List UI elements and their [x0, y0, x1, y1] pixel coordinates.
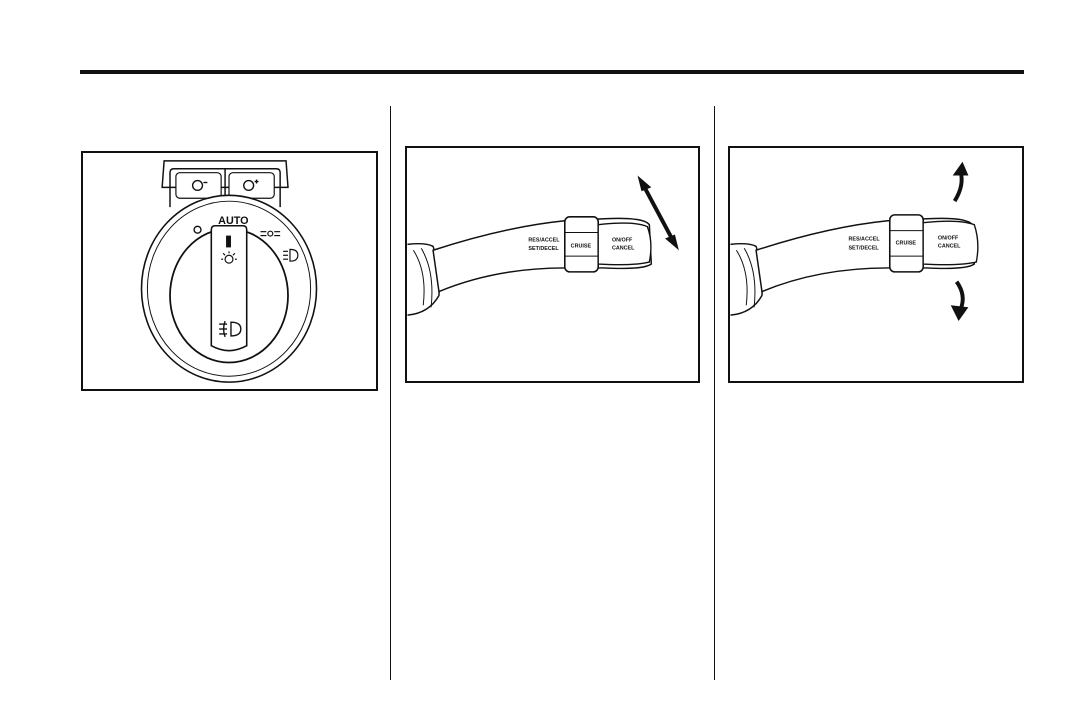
cruise-lever-figure-1: RES/ACCEL SET/DECEL CRUISE ON/OFF CANCEL — [405, 146, 700, 383]
on-off-label: ON/OFF — [612, 237, 633, 243]
cruise-lever-figure-2: RES/ACCEL SET/DECEL CRUISE ON/OFF CANCEL — [728, 146, 1024, 383]
cancel-label: CANCEL — [612, 245, 635, 251]
cruise-lever-illustration-1: RES/ACCEL SET/DECEL CRUISE ON/OFF CANCEL — [407, 148, 698, 381]
cancel-label: CANCEL — [938, 243, 961, 249]
set-decel-label: SET/DECEL — [848, 245, 879, 251]
set-decel-label: SET/DECEL — [528, 246, 559, 252]
cruise-label: CRUISE — [896, 240, 917, 246]
headlamp-switch-figure: AUTO — [81, 151, 378, 391]
column-divider-left — [390, 106, 391, 680]
on-off-label: ON/OFF — [938, 235, 959, 241]
res-accel-label: RES/ACCEL — [848, 236, 880, 242]
res-accel-label: RES/ACCEL — [528, 237, 560, 243]
auto-label: AUTO — [218, 215, 248, 227]
column-divider-right — [714, 106, 715, 680]
headlamp-switch-illustration: AUTO — [83, 153, 376, 389]
cruise-lever-illustration-2: RES/ACCEL SET/DECEL CRUISE ON/OFF CANCEL — [730, 148, 1022, 381]
knob-indicator — [226, 236, 231, 248]
top-rule — [80, 70, 1024, 74]
cruise-label: CRUISE — [571, 243, 592, 249]
down-arrow-icon — [951, 282, 969, 321]
up-arrow-icon — [953, 162, 969, 201]
